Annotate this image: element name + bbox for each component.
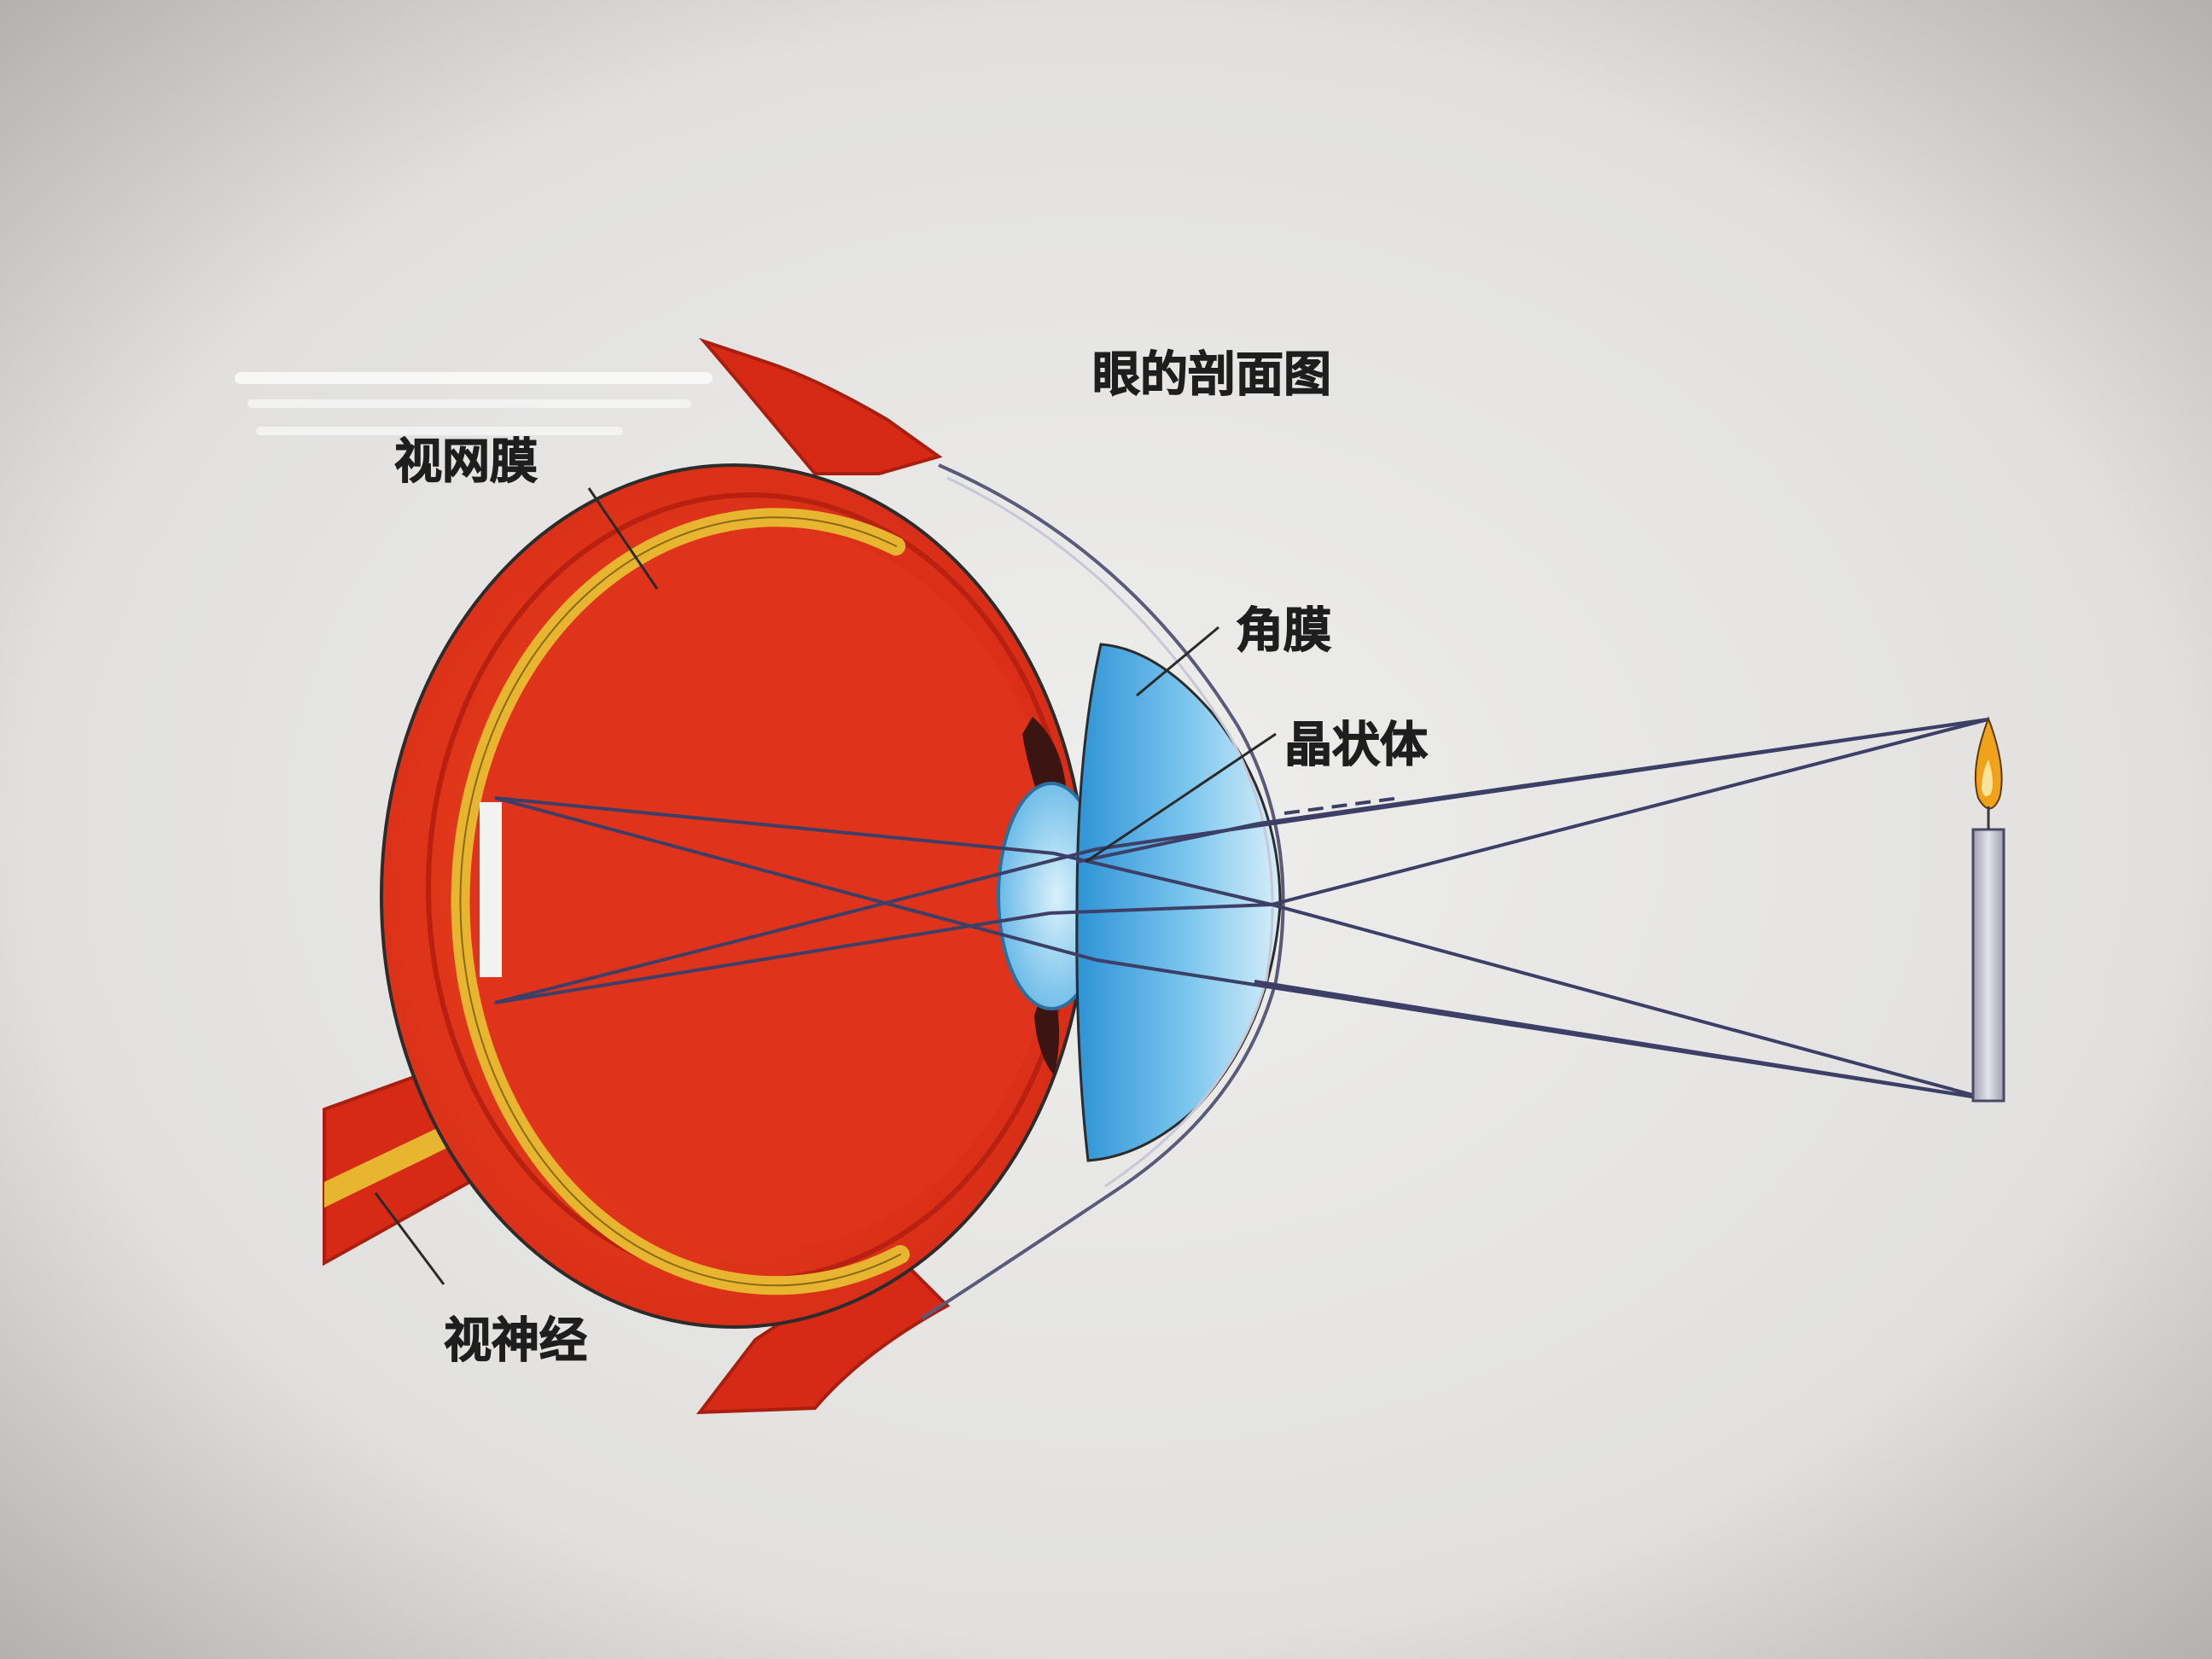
glare-streaks bbox=[235, 372, 713, 435]
upper-eye-muscle bbox=[698, 337, 943, 475]
candle bbox=[1971, 716, 2005, 1103]
optic-nerve-label: 视神经 bbox=[444, 1313, 587, 1369]
ray-top-2 bbox=[1271, 718, 1989, 906]
light-rays bbox=[494, 718, 1989, 1101]
cornea-label: 角膜 bbox=[1236, 603, 1331, 659]
lens-leader bbox=[1085, 732, 1277, 864]
ray-bottom-2 bbox=[1271, 903, 1989, 1101]
ray-top-3 bbox=[1258, 718, 1989, 825]
optic-disc bbox=[480, 802, 502, 977]
eyeball bbox=[380, 463, 1088, 1329]
optic-nerve-leader bbox=[374, 1192, 445, 1285]
diagram-title: 眼的剖面图 bbox=[1092, 347, 1331, 403]
lens-label: 晶状体 bbox=[1284, 718, 1428, 773]
cornea-leader bbox=[1136, 626, 1220, 697]
retina-label: 视网膜 bbox=[394, 434, 538, 490]
candle-body bbox=[1971, 828, 2005, 1103]
leader-lines bbox=[374, 487, 1277, 1285]
ray-bottom-3 bbox=[1254, 980, 1989, 1101]
retina-leader bbox=[587, 487, 659, 590]
